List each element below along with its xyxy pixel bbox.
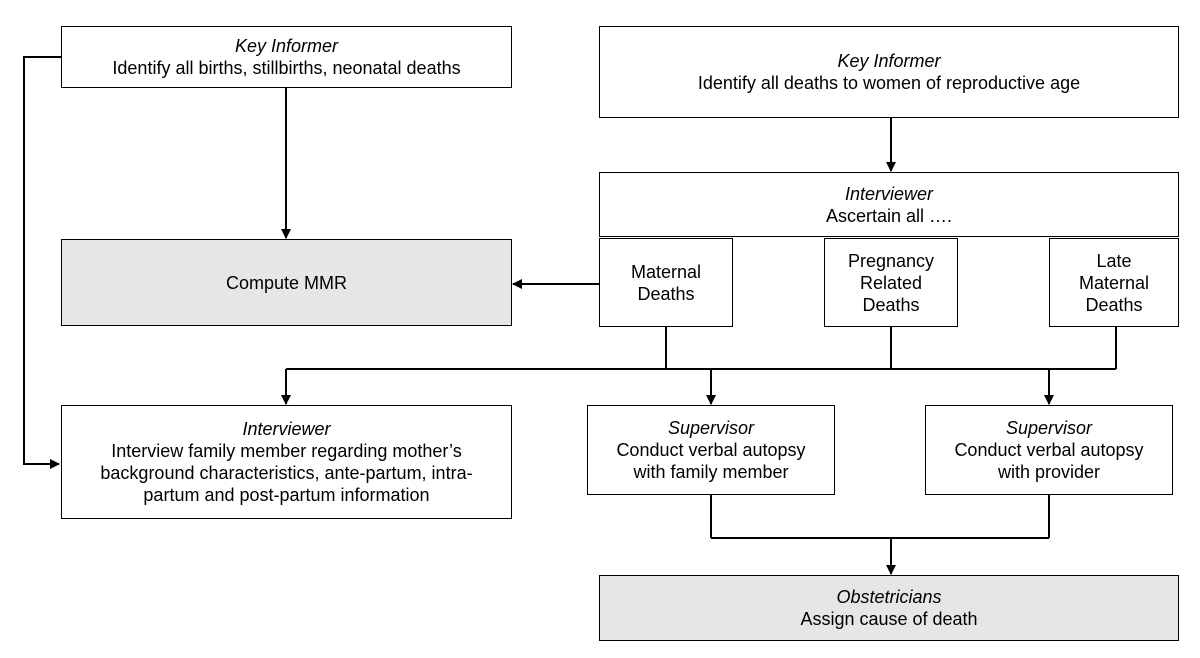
maternal-deaths-text: Maternal Deaths: [630, 261, 702, 304]
obstetricians-text: Assign cause of death: [800, 609, 978, 629]
interviewer-ascertain-role: Interviewer: [844, 183, 934, 204]
interviewer-family-box: Interviewer Interview family member rega…: [61, 405, 512, 519]
maternal-deaths-box: Maternal Deaths: [599, 238, 733, 327]
obstetricians-box: Obstetricians Assign cause of death: [599, 575, 1179, 641]
key-informer-births-box: Key Informer Identify all births, stillb…: [61, 26, 512, 88]
interviewer-family-text: Interview family member regarding mother…: [100, 441, 473, 505]
key-informer-births-text: Identify all births, stillbirths, neonat…: [112, 58, 461, 78]
supervisor-provider-box: Supervisor Conduct verbal autopsy with p…: [925, 405, 1173, 495]
supervisor-provider-role: Supervisor: [1005, 418, 1093, 438]
compute-mmr-text: Compute MMR: [225, 272, 348, 293]
compute-mmr-box: Compute MMR: [61, 239, 512, 326]
interviewer-family-role: Interviewer: [242, 419, 331, 439]
supervisor-family-role: Supervisor: [667, 418, 755, 438]
key-informer-deaths-text: Identify all deaths to women of reproduc…: [697, 73, 1081, 93]
pregnancy-related-deaths-box: Pregnancy Related Deaths: [824, 238, 958, 327]
key-informer-deaths-box: Key Informer Identify all deaths to wome…: [599, 26, 1179, 118]
late-maternal-deaths-box: Late Maternal Deaths: [1049, 238, 1179, 327]
supervisor-family-box: Supervisor Conduct verbal autopsy with f…: [587, 405, 835, 495]
interviewer-ascertain-text: Ascertain all ….: [825, 205, 953, 226]
late-maternal-deaths-text: Late Maternal Deaths: [1078, 250, 1150, 315]
key-informer-deaths-role: Key Informer: [837, 51, 941, 71]
arrow-births-to-interviewer-family: [23, 56, 61, 469]
obstetricians-role: Obstetricians: [836, 587, 942, 607]
supervisor-family-text: Conduct verbal autopsy with family membe…: [616, 440, 806, 482]
pregnancy-related-deaths-text: Pregnancy Related Deaths: [847, 250, 935, 315]
key-informer-births-role: Key Informer: [234, 36, 339, 56]
supervisor-provider-text: Conduct verbal autopsy with provider: [954, 440, 1144, 482]
interviewer-ascertain-box: Interviewer Ascertain all ….: [599, 172, 1179, 237]
